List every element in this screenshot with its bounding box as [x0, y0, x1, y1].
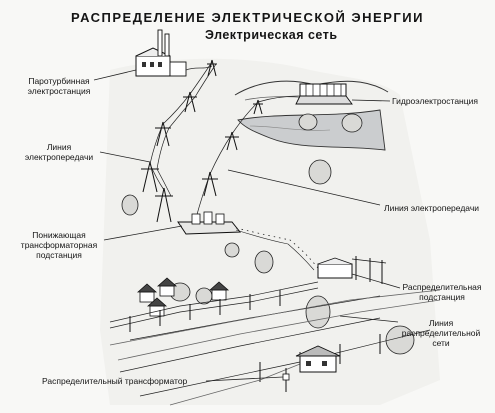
- label-step-down-substation: Понижающая трансформаторная подстанция: [20, 230, 98, 260]
- house-icon: [136, 283, 158, 303]
- dist-substation-label-leader: [351, 273, 401, 289]
- village: [136, 277, 230, 317]
- label-distribution-substation: Распределительная подстанция: [402, 282, 482, 302]
- page-title: РАСПРЕДЕЛЕНИЕ ЭЛЕКТРИЧЕСКОЙ ЭНЕРГИИ: [71, 10, 424, 25]
- label-transmission-line-right: Линия электропередачи: [384, 203, 480, 213]
- label-steam-plant: Паротурбинная электростанция: [27, 76, 91, 96]
- tree-icon: [305, 295, 331, 329]
- tower-icon: [155, 187, 173, 223]
- tree-icon: [254, 250, 274, 274]
- tl-left-label-leader: [99, 151, 151, 163]
- tree-icon: [308, 159, 332, 185]
- tree-icon: [224, 242, 240, 258]
- steam-plant-icon: [135, 29, 213, 77]
- road: [117, 299, 441, 361]
- hydro-label-leader: [351, 99, 391, 102]
- tree-icon: [298, 113, 318, 131]
- substation-label-leader: [103, 225, 183, 241]
- dist-transformer-label-leader: [205, 376, 284, 382]
- hydro-plant-icon: [295, 83, 353, 105]
- distribution-substation-icon: [317, 256, 387, 284]
- label-distribution-line: Линия распределительной сети: [401, 318, 481, 348]
- trees: [121, 113, 415, 355]
- house-icon: [156, 277, 178, 297]
- distribution-poles: [129, 290, 381, 382]
- step-down-substation-icon: [177, 211, 242, 235]
- distribution-transformer-icon: [282, 345, 341, 392]
- road: [109, 289, 441, 346]
- wire: [195, 95, 301, 219]
- tl-right-label-leader: [227, 169, 381, 206]
- transmission-towers-left: [141, 59, 217, 223]
- label-hydro-plant: Гидроэлектростанция: [392, 96, 478, 106]
- steam-label-leader: [93, 69, 137, 81]
- label-transmission-line-left: Линия электропередачи: [24, 142, 94, 162]
- wire: [149, 61, 213, 191]
- tree-icon: [121, 194, 139, 216]
- wire: [156, 63, 217, 197]
- diagram-subtitle: Электрическая сеть: [205, 28, 338, 42]
- distribution-main-line: [235, 227, 319, 269]
- house-icon: [208, 281, 230, 301]
- tree-icon: [385, 325, 415, 355]
- label-distribution-transformer: Распределительный трансформатор: [42, 376, 188, 386]
- tree-icon: [341, 113, 363, 133]
- dist-line-label-leader: [339, 315, 399, 323]
